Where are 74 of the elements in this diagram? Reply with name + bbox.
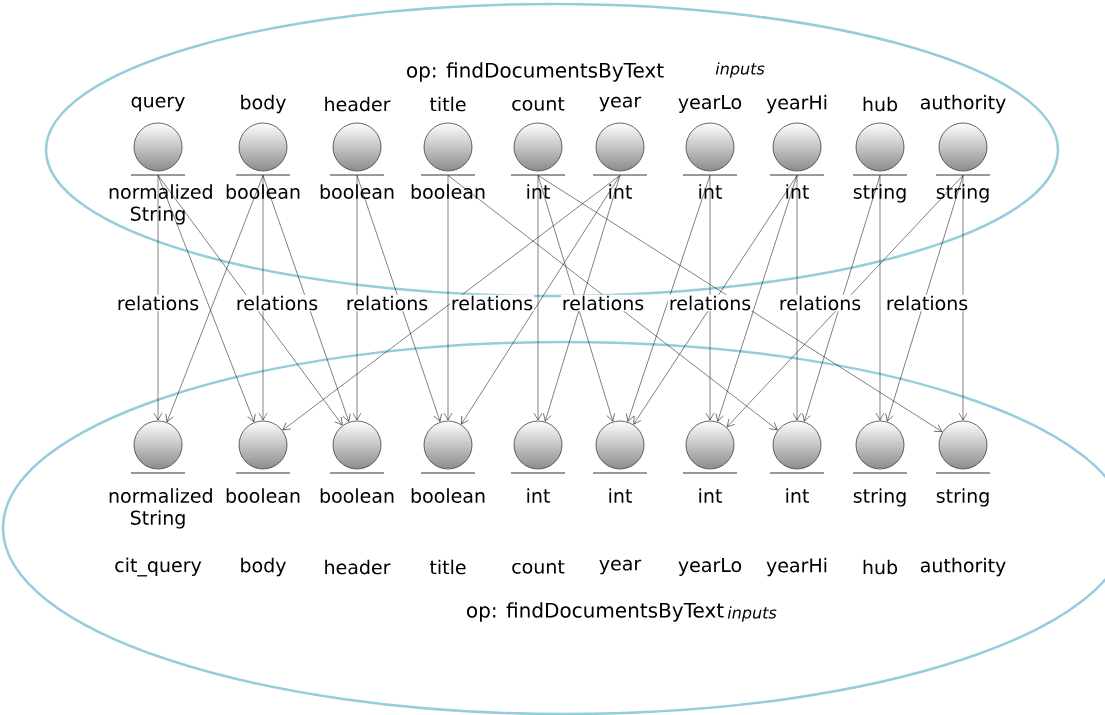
port-name: count — [512, 97, 565, 111]
relation-label: relations — [777, 294, 863, 312]
port-name: year — [599, 559, 642, 575]
arrow — [885, 175, 964, 422]
port-name: authority — [920, 94, 1006, 114]
relation-label: relations — [667, 294, 753, 312]
arrow — [356, 175, 442, 422]
type-label: string — [853, 184, 906, 203]
relation-label: relations — [344, 294, 430, 312]
port-name: header — [325, 559, 391, 575]
arrow — [958, 175, 968, 421]
type-label: normalized String — [109, 184, 212, 225]
type-label: string — [936, 488, 989, 507]
arrow — [443, 175, 453, 421]
port-name: title — [429, 559, 466, 575]
operation-label: op: findDocumentsByText — [467, 602, 724, 622]
port-name: body — [241, 557, 286, 577]
arrow — [352, 175, 362, 421]
type-label: normalized String — [109, 488, 212, 529]
port-name: count — [512, 560, 565, 574]
type-label: int — [527, 184, 550, 199]
relation-label: relations — [234, 294, 320, 312]
arrow — [153, 175, 163, 421]
arrow — [726, 175, 964, 428]
type-label: int — [699, 488, 722, 503]
port-name: hub — [863, 559, 898, 575]
type-label: string — [936, 184, 989, 203]
port-name: yearHi — [766, 557, 827, 577]
arrow — [537, 175, 943, 432]
inputs-label: inputs — [727, 606, 777, 622]
port-name: year — [599, 96, 642, 112]
port-name: yearHi — [766, 94, 827, 114]
port-name: yearLo — [678, 558, 742, 576]
type-label: boolean — [320, 488, 394, 503]
operation-label: op: findDocumentsByText — [407, 62, 664, 82]
port-name: authority — [920, 557, 1006, 577]
type-label: int — [786, 488, 809, 503]
inputs-label: inputs — [715, 62, 765, 78]
port-name: cit_query — [115, 557, 202, 577]
type-label: boolean — [226, 488, 300, 503]
type-label: string — [853, 488, 906, 507]
arrow — [705, 175, 715, 421]
port-name: hub — [863, 96, 898, 112]
type-label: boolean — [411, 488, 485, 503]
type-label: boolean — [226, 184, 300, 199]
arrow — [447, 175, 778, 431]
relation-label: relations — [449, 294, 535, 312]
arrow — [633, 175, 798, 425]
type-label: int — [527, 488, 550, 503]
relation-label: relations — [560, 294, 646, 312]
type-label: boolean — [320, 184, 394, 199]
arrow — [157, 175, 343, 426]
port-name: query — [131, 96, 185, 112]
arrow — [875, 175, 885, 421]
type-label: int — [699, 184, 722, 199]
port-name: yearLo — [678, 95, 742, 113]
port-name: body — [241, 94, 286, 114]
port-name: title — [429, 96, 466, 112]
type-label: int — [786, 184, 809, 199]
port-name: header — [325, 96, 391, 112]
arrow — [802, 175, 881, 422]
arrow — [626, 175, 711, 422]
arrow — [792, 175, 802, 421]
arrow — [258, 175, 268, 421]
arrow — [715, 175, 798, 422]
arrow — [282, 175, 621, 431]
type-label: int — [609, 488, 632, 503]
arrow — [262, 175, 351, 422]
type-label: boolean — [411, 184, 485, 199]
relation-label: relations — [115, 294, 201, 312]
type-label: int — [609, 184, 632, 199]
arrow — [533, 175, 543, 421]
relation-label: relations — [884, 294, 970, 312]
arrow — [461, 175, 621, 425]
